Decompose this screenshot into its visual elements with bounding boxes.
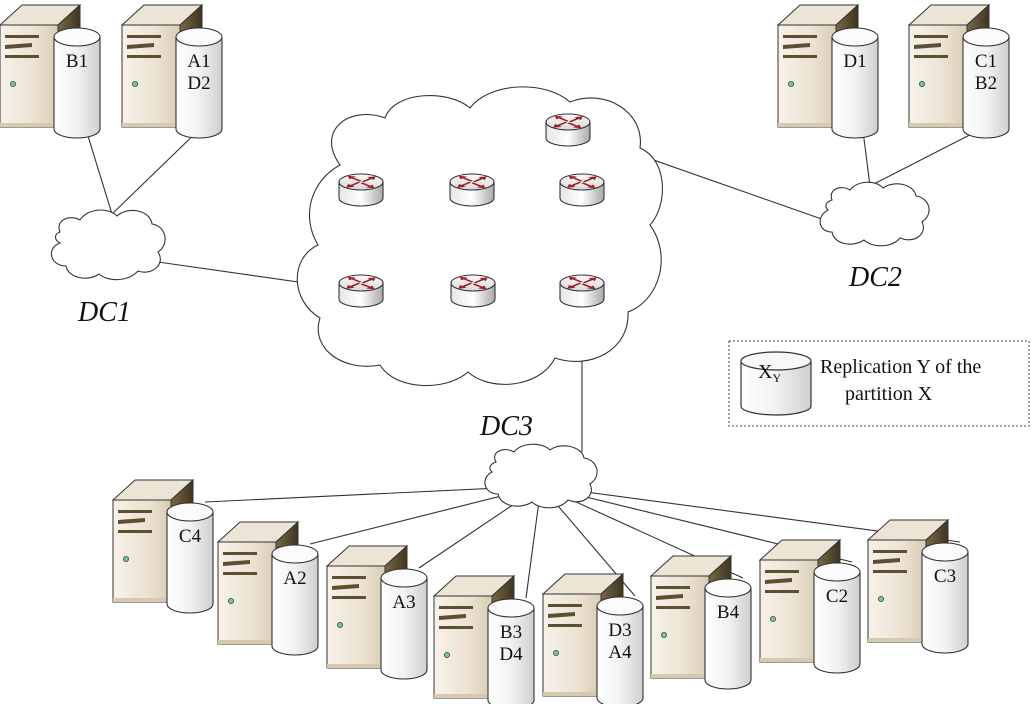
dc1-label: DC1 xyxy=(77,297,131,328)
partition-disk-icon xyxy=(380,568,428,680)
dc2-label: DC2 xyxy=(848,262,902,293)
dc1-cloud xyxy=(50,209,166,281)
partition-disk-icon xyxy=(962,27,1010,139)
router-icon xyxy=(449,173,495,207)
partition-label: B1 xyxy=(66,51,88,72)
partition-label: C3 xyxy=(934,566,956,587)
dc1-server-link xyxy=(111,122,207,215)
router-icon xyxy=(559,173,605,207)
partition-disk-icon xyxy=(53,27,101,139)
backbone-routers xyxy=(338,113,605,308)
router-icon xyxy=(338,274,384,308)
legend-disk-icon xyxy=(740,351,812,416)
partition-label: B4 xyxy=(717,602,740,623)
partition-label: C4 xyxy=(179,526,202,547)
partition-label: A1 xyxy=(187,51,210,72)
partition-label: B3 xyxy=(500,622,522,643)
partition-disk-icon xyxy=(813,562,861,674)
router-icon xyxy=(545,113,591,147)
partition-label: C2 xyxy=(826,586,848,607)
dc1-server-link xyxy=(83,122,113,215)
server: C2 xyxy=(758,538,861,674)
router-icon xyxy=(338,173,384,207)
server: C3 xyxy=(866,518,969,654)
dc3-label: DC3 xyxy=(479,411,533,442)
partition-label: A2 xyxy=(283,568,306,589)
partition-label: A3 xyxy=(392,592,415,613)
backbone-cloud xyxy=(296,86,663,387)
legend-symbol-main: X xyxy=(758,361,773,383)
clouds xyxy=(50,86,930,509)
legend-symbol-sub: Y xyxy=(772,371,781,385)
partition-disk-icon xyxy=(271,544,319,656)
partition-label: D4 xyxy=(499,644,523,665)
partition-disk-icon xyxy=(166,502,214,614)
router-icon xyxy=(450,274,496,308)
dc2-cloud xyxy=(819,181,930,247)
partition-disk-icon xyxy=(596,596,644,704)
server: B4 xyxy=(649,554,752,690)
partition-label: D3 xyxy=(608,620,631,641)
server: B1 xyxy=(0,3,101,139)
dc3-server-link xyxy=(204,485,542,503)
server: C4 xyxy=(111,478,214,614)
partition-label: A4 xyxy=(608,642,632,663)
partition-disk-icon xyxy=(175,27,223,139)
legend: XY Replication Y of the partition X xyxy=(728,340,1030,427)
partition-disk-icon xyxy=(487,598,535,704)
legend-text-line2: partition X xyxy=(845,383,933,405)
legend-text-line1: Replication Y of the xyxy=(820,356,981,378)
server: A2 xyxy=(216,520,319,656)
partition-label: B2 xyxy=(975,73,997,94)
partition-disk-icon xyxy=(831,27,879,139)
legend-symbol: XY xyxy=(758,361,781,385)
partition-disk-icon xyxy=(704,578,752,690)
partition-disk-icon xyxy=(921,542,969,654)
partition-label: C1 xyxy=(975,51,997,72)
partition-label: D2 xyxy=(187,73,210,94)
partition-label: D1 xyxy=(843,51,866,72)
server: A3 xyxy=(325,544,428,680)
dc3-cloud xyxy=(484,443,598,509)
server: D1 xyxy=(776,3,879,139)
router-icon xyxy=(559,274,605,308)
